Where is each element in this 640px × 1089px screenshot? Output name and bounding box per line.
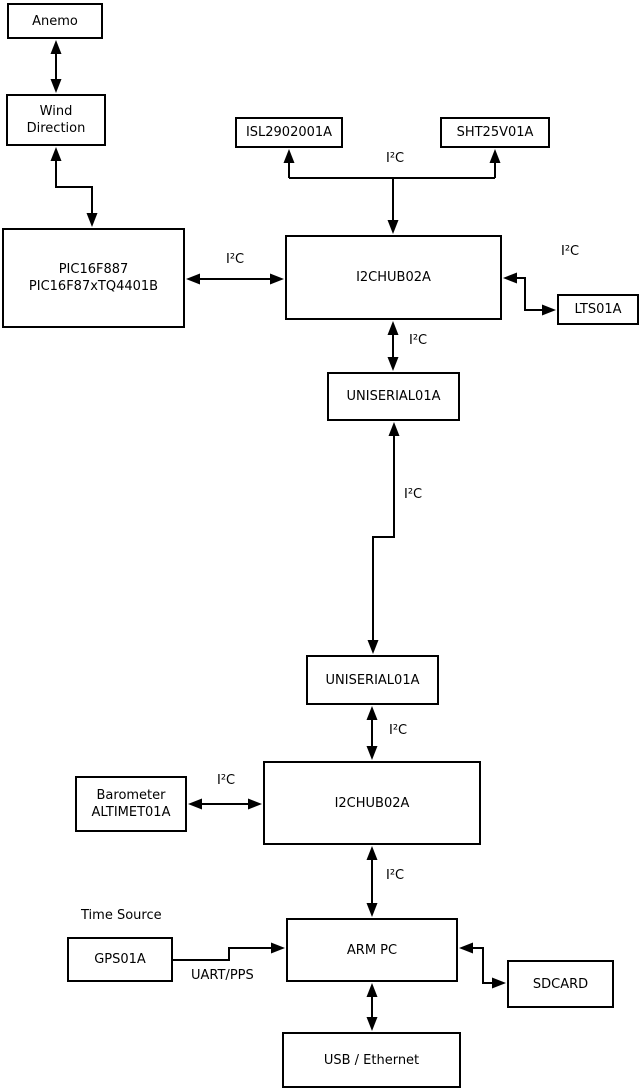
edge-label-time-source: Time Source xyxy=(81,908,162,923)
node-barometer-altimet01a: Barometer ALTIMET01A xyxy=(75,776,187,832)
edge-uniserial2-hub2 xyxy=(366,706,378,760)
edge-hub1-lts xyxy=(503,272,556,316)
node-usb-ethernet-label: USB / Ethernet xyxy=(323,1052,420,1068)
node-pic16f887: PIC16F887 PIC16F87xTQ4401B xyxy=(2,228,185,328)
node-gps01a: GPS01A xyxy=(67,937,173,982)
edge-armpc-usbethernet xyxy=(366,983,378,1031)
edge-label-i2c-hub1-uniserial1: I²C xyxy=(409,333,428,348)
edge-label-i2c-sensor-bus: I²C xyxy=(386,151,405,166)
node-i2chub02a-lower-label: I2CHUB02A xyxy=(334,795,410,811)
node-wind-direction: Wind Direction xyxy=(6,94,106,146)
node-sht25v01a-label: SHT25V01A xyxy=(456,125,534,140)
edge-armpc-sdcard xyxy=(459,942,506,989)
edge-label-i2c-pic-hub1: I²C xyxy=(226,252,245,267)
node-wind-direction-label-line1: Wind xyxy=(39,104,73,119)
node-isl2902001a: ISL2902001A xyxy=(235,117,343,148)
node-barometer-label-line2: ALTIMET01A xyxy=(91,805,171,820)
edge-winddirection-pic xyxy=(50,147,98,227)
node-usb-ethernet: USB / Ethernet xyxy=(282,1032,461,1088)
node-i2chub02a-upper: I2CHUB02A xyxy=(285,235,502,320)
node-uniserial01a-upper: UNISERIAL01A xyxy=(327,372,460,421)
edge-label-i2c-hub2-armpc: I²C xyxy=(386,868,405,883)
node-isl2902001a-label: ISL2902001A xyxy=(245,125,333,140)
node-i2chub02a-upper-label: I2CHUB02A xyxy=(356,270,431,285)
node-lts01a-label: LTS01A xyxy=(574,302,622,317)
edge-hub2-armpc xyxy=(366,846,378,917)
edge-label-i2c-hub1-lts: I²C xyxy=(561,244,580,259)
node-pic16f887-label-line1: PIC16F887 xyxy=(58,262,129,277)
node-sdcard-label: SDCARD xyxy=(532,976,589,992)
node-wind-direction-label-line2: Direction xyxy=(26,121,86,136)
node-uniserial01a-upper-label: UNISERIAL01A xyxy=(346,389,441,404)
node-i2chub02a-lower: I2CHUB02A xyxy=(263,761,481,845)
node-barometer-label-line1: Barometer xyxy=(96,788,166,803)
edge-uniserial1-uniserial2 xyxy=(367,422,400,654)
edge-label-i2c-uniserial2-hub2: I²C xyxy=(389,723,408,738)
node-pic16f887-label-line2: PIC16F87xTQ4401B xyxy=(28,279,159,294)
node-sdcard: SDCARD xyxy=(507,960,614,1008)
edge-barometer-hub2 xyxy=(188,798,262,810)
node-anemo: Anemo xyxy=(7,3,103,39)
edge-hub1-uniserial1 xyxy=(387,321,399,371)
edge-pic-hub1 xyxy=(186,273,284,285)
node-arm-pc-label: ARM PC xyxy=(346,942,398,958)
node-uniserial01a-lower-label: UNISERIAL01A xyxy=(325,672,420,688)
node-anemo-label: Anemo xyxy=(32,13,78,29)
node-sht25v01a: SHT25V01A xyxy=(440,117,550,148)
node-lts01a: LTS01A xyxy=(557,294,639,325)
edge-gps-armpc xyxy=(173,942,285,961)
edge-anemo-winddirection xyxy=(50,40,62,93)
node-arm-pc: ARM PC xyxy=(286,918,458,982)
edge-label-i2c-long-link: I²C xyxy=(404,487,423,502)
edge-label-uart-pps: UART/PPS xyxy=(191,968,254,983)
edge-hub1-sensorbus xyxy=(283,149,501,234)
node-uniserial01a-lower: UNISERIAL01A xyxy=(306,655,439,705)
node-gps01a-label: GPS01A xyxy=(94,952,146,967)
edge-label-i2c-baro-hub2: I²C xyxy=(217,773,236,788)
